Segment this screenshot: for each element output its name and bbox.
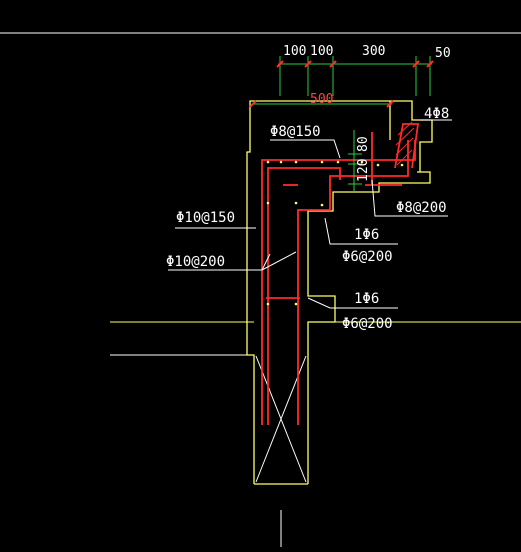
rebar-annotations: Φ8@150 4Φ8 Φ8@200 Φ10@150 Φ10@200 1Φ6 Φ6…: [166, 106, 449, 332]
label-corner-bars: 4Φ8: [424, 106, 449, 122]
label-bar-b: 1Φ6: [354, 291, 379, 307]
rebar-lines: [261, 123, 420, 425]
dimension-labels: 100 100 300 50 500 80 120: [283, 44, 451, 182]
dimension-ticks: [249, 60, 434, 108]
label-top-rebar: Φ8@150: [270, 124, 321, 140]
label-stirrup-a: Φ6@200: [342, 249, 393, 265]
rebar-stipple: [395, 121, 415, 166]
dim-120: 120: [356, 159, 371, 182]
rebar-dots: [266, 160, 404, 306]
dim-300: 300: [362, 44, 385, 59]
dim-50: 50: [435, 46, 451, 61]
label-bar-a: 1Φ6: [354, 227, 379, 243]
dim-500: 500: [310, 92, 333, 107]
label-wall-inner: Φ10@200: [166, 254, 225, 270]
dim-80: 80: [356, 136, 371, 152]
label-right-dist: Φ8@200: [396, 200, 447, 216]
label-stirrup-b: Φ6@200: [342, 316, 393, 332]
dim-100-a: 100: [283, 44, 306, 59]
leader-lines: [168, 119, 452, 309]
dim-100-b: 100: [310, 44, 333, 59]
label-wall-outer: Φ10@150: [176, 210, 235, 226]
